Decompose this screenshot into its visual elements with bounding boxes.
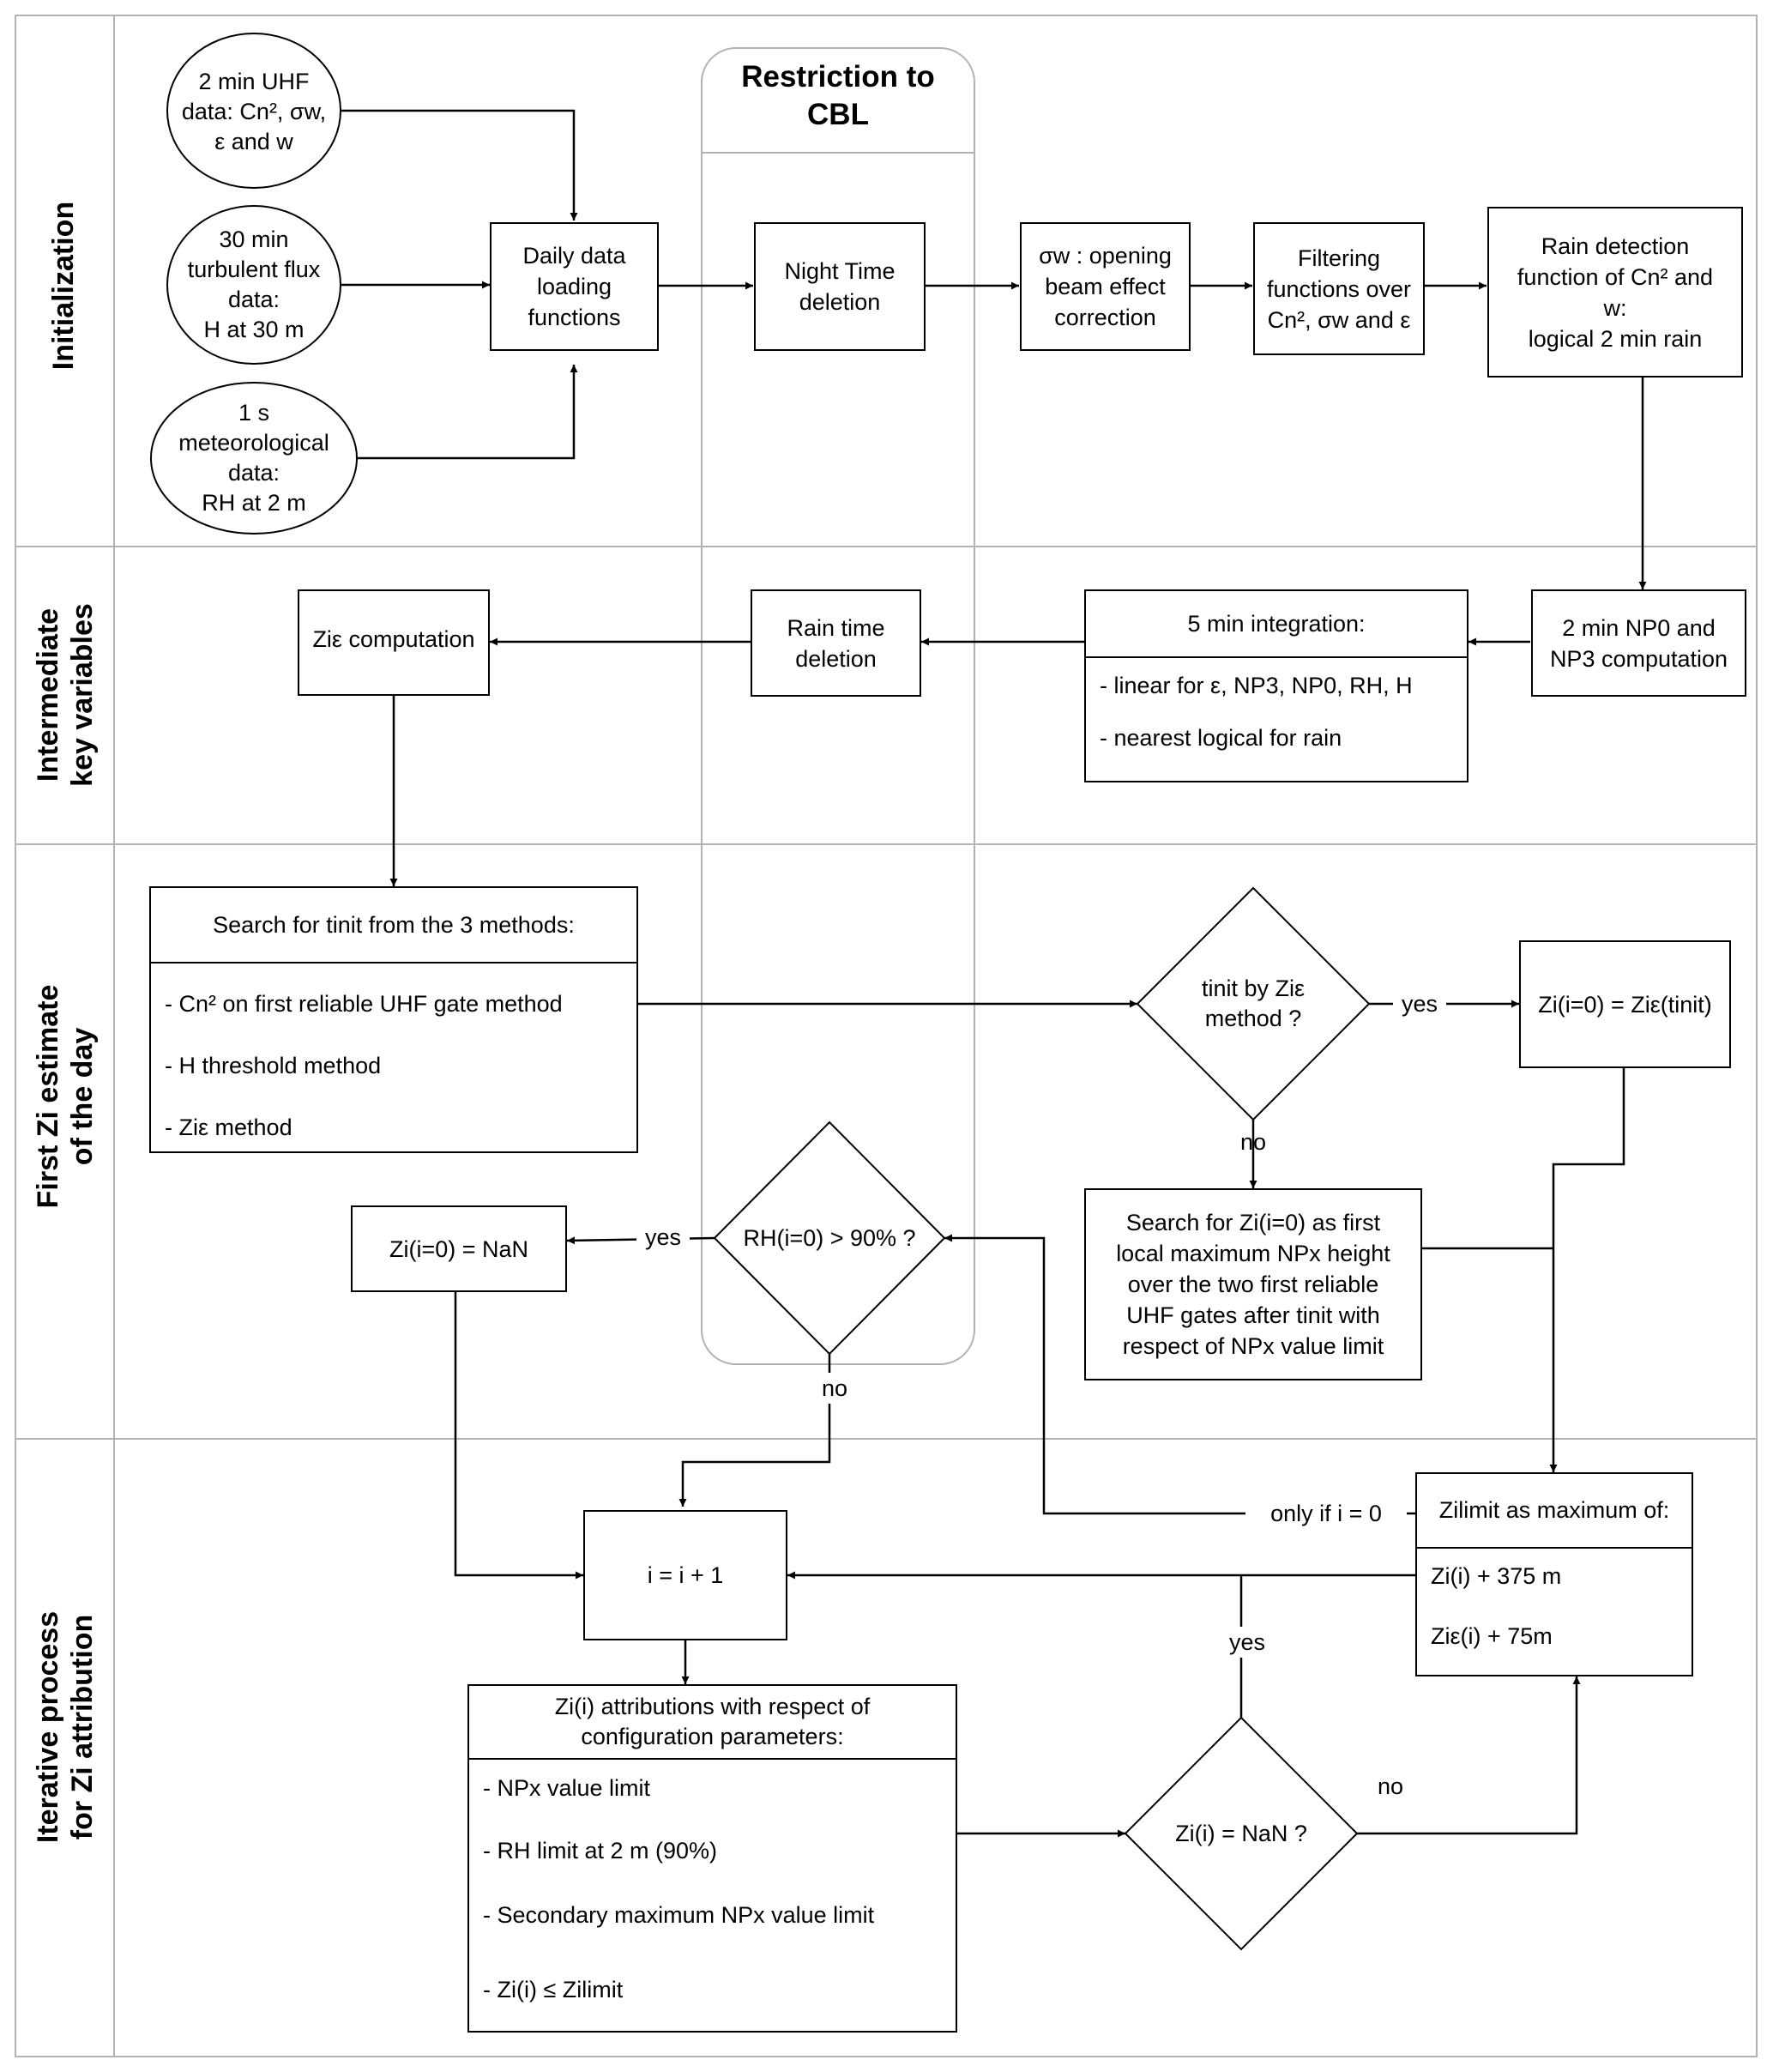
zi-attribution-item-secondary: - Secondary maximum NPx value limit [483, 1902, 875, 1928]
zilimit-header: Zilimit as maximum of: [1417, 1474, 1692, 1549]
zinan-yes-label: yes [1218, 1627, 1276, 1658]
edge-rh-no [678, 1354, 831, 1507]
zi0-zie-box: Zi(i=0) = Ziε(tinit) [1519, 940, 1731, 1068]
edge-met-to-daily [357, 365, 578, 460]
zinan-decision-diamond [1124, 1716, 1359, 1951]
edge-zi0zie-to-zilimit [1549, 1068, 1625, 1472]
outer-frame [15, 15, 1758, 2057]
search-tinit-item-zie: - Ziε method [165, 1115, 292, 1140]
integration-item-linear: - linear for ε, NP3, NP0, RH, H [1100, 673, 1413, 698]
edge-uhf-to-daily [341, 109, 578, 220]
tinit-no-label: no [1239, 1128, 1267, 1155]
zi-attribution-item-rh: - RH limit at 2 m (90%) [483, 1838, 718, 1864]
cbl-lane [701, 47, 975, 1365]
zi-attribution-item-npx: - NPx value limit [483, 1775, 651, 1801]
zinan-no-label: no [1377, 1773, 1404, 1799]
edge-zinan-no [1357, 1676, 1581, 1835]
edge-zilimit-to-rh [944, 1234, 1415, 1515]
search-tinit-item-cn2: - Cn² on first reliable UHF gate method [165, 991, 563, 1017]
zilimit-box: Zilimit as maximum of: Zi(i) + 375 m Ziε… [1415, 1472, 1693, 1676]
search-tinit-item-h: - H threshold method [165, 1053, 382, 1078]
tinit-yes-label: yes [1393, 988, 1446, 1019]
zi-attribution-item-zilimit: - Zi(i) ≤ Zilimit [483, 1977, 624, 2003]
increment-box: i = i + 1 [583, 1510, 787, 1640]
edge-zi0nan-to-increment [454, 1292, 583, 1580]
rh-yes-label: yes [636, 1222, 690, 1253]
search-tinit-box: Search for tinit from the 3 methods: - C… [149, 886, 638, 1153]
search-tinit-header: Search for tinit from the 3 methods: [151, 888, 636, 964]
zie-computation-box: Ziε computation [298, 589, 490, 696]
integration-header: 5 min integration: [1086, 591, 1467, 658]
row-title-initialization: Initialization [47, 201, 80, 371]
zinan-decision-label: Zi(i) = NaN ? [1175, 1820, 1307, 1846]
integration-box: 5 min integration: - linear for ε, NP3, … [1084, 589, 1468, 782]
rh-no-label: no [810, 1373, 859, 1404]
zi0-nan-box: Zi(i=0) = NaN [351, 1205, 567, 1292]
rh-decision-label: RH(i=0) > 90% ? [743, 1224, 916, 1251]
zilimit-item-zi: Zi(i) + 375 m [1431, 1563, 1562, 1589]
only-if-label: only if i = 0 [1245, 1498, 1407, 1529]
zilimit-item-zie: Ziε(i) + 75m [1431, 1623, 1553, 1649]
integration-item-rain: - nearest logical for rain [1100, 725, 1342, 751]
